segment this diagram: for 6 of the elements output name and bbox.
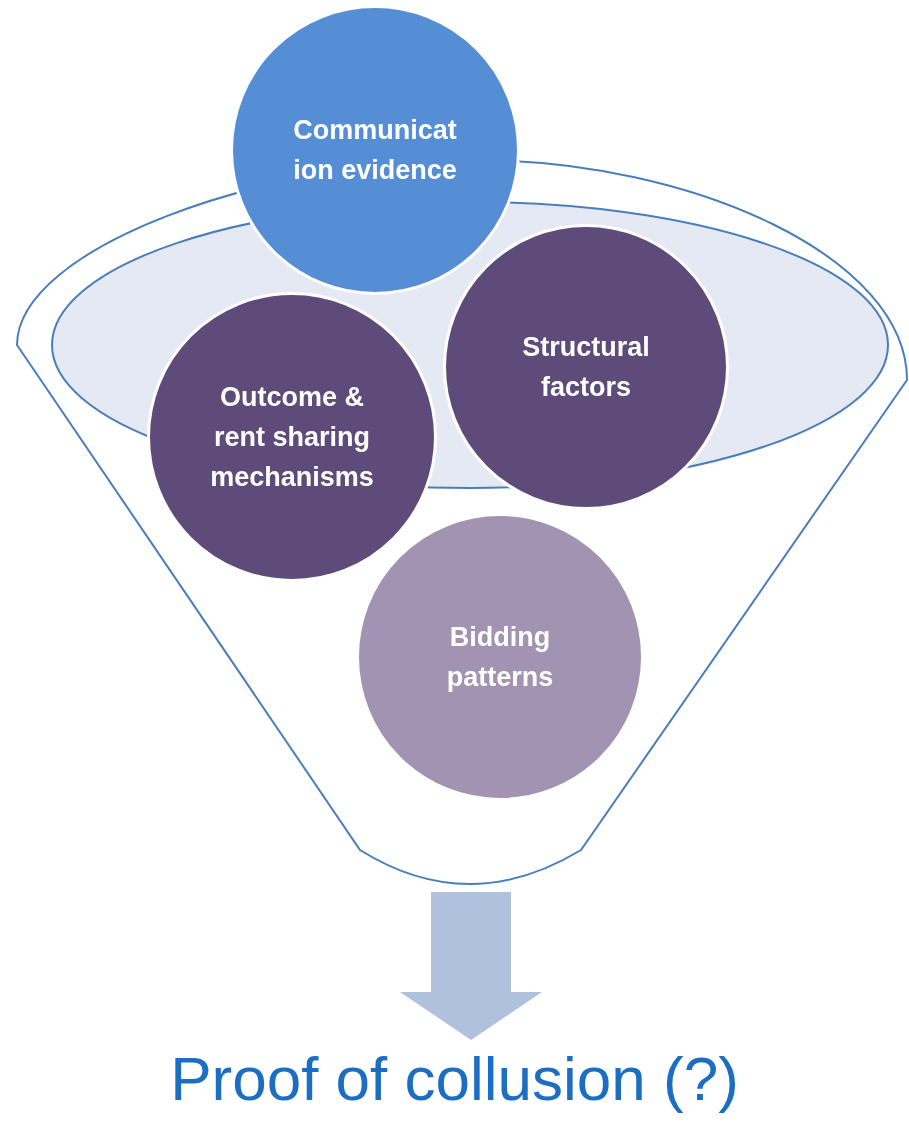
circle-label: Structural factors	[521, 331, 651, 404]
block-arrow	[400, 892, 542, 1040]
circle-label: Communicat ion evidence	[292, 114, 458, 187]
circle-label: Bidding patterns	[445, 621, 555, 694]
result-text: Proof of collusion (?)	[170, 1042, 739, 1114]
circle-label: Outcome & rent sharing mechanisms	[209, 381, 375, 494]
